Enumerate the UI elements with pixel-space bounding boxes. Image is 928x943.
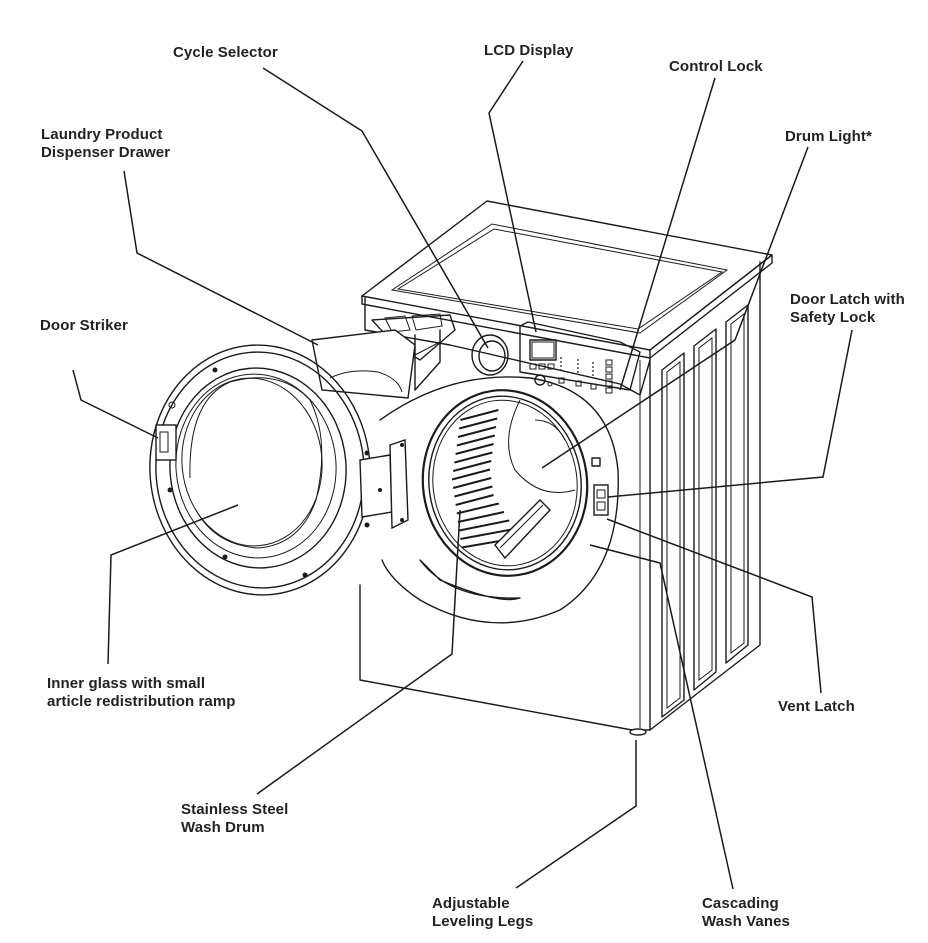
side-panels [661, 304, 749, 718]
label-leveling-legs-line1: Adjustable [432, 895, 510, 912]
wash-vane [494, 499, 551, 560]
drum-perforation-row [457, 511, 505, 523]
drum-perforation-row [460, 528, 515, 540]
control-panel [364, 297, 651, 396]
leader-cycle-selector [262, 67, 489, 349]
lcd-display-screen [529, 339, 557, 361]
leader-leveling-legs [515, 740, 637, 889]
label-wash-drum-line2: Wash Drum [181, 819, 265, 836]
wash-drum [451, 399, 576, 560]
label-door-latch-line1: Door Latch with [790, 291, 905, 308]
leader-control-lock [619, 77, 716, 391]
label-door-striker: Door Striker [40, 317, 128, 334]
leader-door-striker [72, 369, 159, 439]
label-inner-glass: Inner glass with small article redistrib… [47, 675, 236, 711]
leader-lines [72, 60, 853, 890]
option-button-1[interactable] [558, 377, 565, 384]
door-striker [155, 424, 177, 461]
drum-perforation-row [458, 417, 498, 430]
label-door-latch: Door Latch with Safety Lock [790, 291, 905, 327]
leader-drum-light [541, 146, 809, 469]
drum-perforation-row [457, 426, 497, 438]
start-button[interactable] [534, 374, 546, 386]
label-control-lock: Control Lock [669, 58, 763, 75]
label-laundry-dispenser-line2: Dispenser Drawer [41, 144, 171, 161]
label-vent-latch: Vent Latch [778, 698, 855, 715]
leader-lcd-display [488, 60, 537, 333]
door-hinge [359, 439, 409, 530]
leader-vent-latch [606, 518, 822, 694]
leader-inner-glass [107, 504, 239, 665]
drum-light [591, 457, 601, 467]
label-laundry-dispenser: Laundry Product Dispenser Drawer [41, 126, 170, 162]
label-wash-vanes: Cascading Wash Vanes [702, 895, 790, 931]
label-door-latch-line2: Safety Lock [790, 309, 876, 326]
drum-perforation-row [451, 468, 491, 481]
leader-laundry-dispenser [123, 170, 319, 346]
drum-perforation-row [455, 494, 494, 506]
lcd-button-2[interactable] [538, 363, 546, 370]
drum-perforation-row [456, 434, 496, 447]
label-wash-vanes-line1: Cascading [702, 895, 779, 912]
label-inner-glass-line1: Inner glass with small [47, 675, 206, 692]
drum-perforation-row [454, 451, 493, 464]
label-inner-glass-line2: article redistribution ramp [47, 693, 236, 710]
dispenser-drawer[interactable] [311, 313, 456, 399]
label-laundry-dispenser-line1: Laundry Product [41, 126, 163, 143]
leader-wash-vanes [589, 544, 734, 890]
lcd-button-1[interactable] [529, 363, 537, 370]
label-wash-drum-line1: Stainless Steel [181, 801, 289, 818]
label-cycle-selector: Cycle Selector [173, 44, 278, 61]
label-wash-drum: Stainless Steel Wash Drum [181, 801, 288, 837]
door[interactable] [140, 336, 409, 604]
label-lcd-display: LCD Display [484, 42, 574, 59]
drum-perforation-row [454, 485, 493, 498]
drum-perforation-row [456, 502, 500, 515]
drum-perforation-row [455, 443, 494, 455]
cycle-selector-knob[interactable] [471, 334, 509, 376]
label-wash-vanes-line2: Wash Vanes [702, 913, 790, 930]
label-leveling-legs: Adjustable Leveling Legs [432, 895, 533, 931]
door-opening [379, 376, 619, 624]
washer-cabinet [359, 200, 773, 736]
label-leveling-legs-line2: Leveling Legs [432, 913, 534, 930]
leader-wash-drum [256, 509, 461, 795]
leader-door-latch [607, 329, 853, 498]
inner-glass [189, 377, 323, 549]
control-lock-buttons[interactable] [605, 359, 613, 394]
drum-perforation-row [452, 460, 492, 472]
drum-perforation-row [460, 409, 499, 421]
door-latch [593, 484, 609, 516]
drum-perforation-row [452, 477, 492, 489]
label-drum-light: Drum Light* [785, 128, 872, 145]
lcd-button-3[interactable] [547, 363, 555, 370]
option-button-2[interactable] [575, 380, 582, 387]
drum-perforation-row [459, 519, 510, 532]
option-button-3[interactable] [590, 383, 597, 390]
